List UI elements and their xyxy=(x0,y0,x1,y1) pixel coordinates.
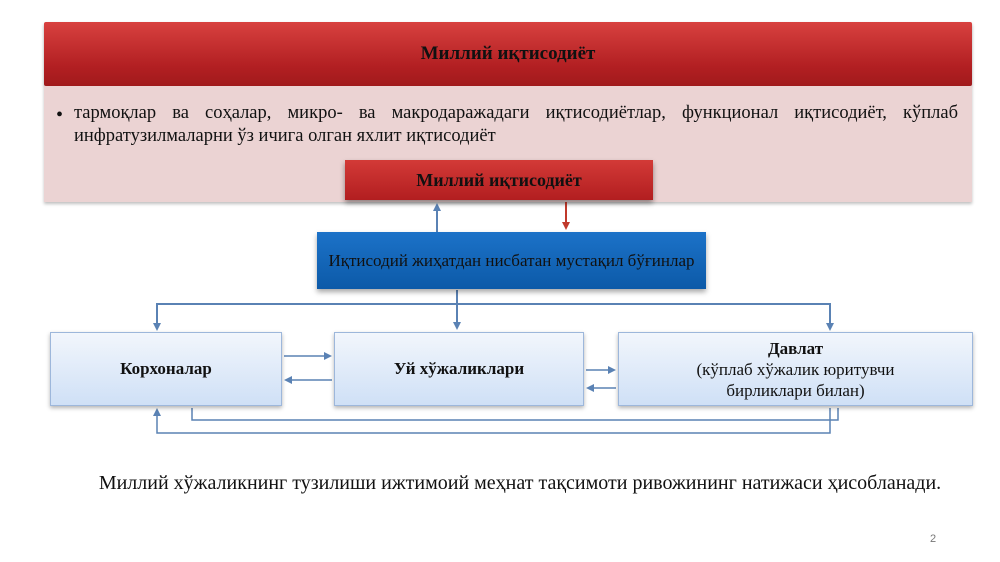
bullet-icon: • xyxy=(56,104,64,126)
bottom-loop-outer xyxy=(153,408,831,434)
definition-text: тармоқлар ва соҳалар, микро- ва макродар… xyxy=(74,103,958,146)
enterprises-box: Корхоналар xyxy=(50,332,282,406)
national-economy-box: Миллий иқтисодиёт xyxy=(345,160,653,200)
header-title-bar: Миллий иқтисодиёт xyxy=(44,22,972,86)
state-subtitle: (кўплаб хўжалик юритувчи бирликлари била… xyxy=(696,359,895,400)
independent-units-box: Иқтисодий жиҳатдан нисбатан мустақил бўғ… xyxy=(317,232,706,289)
bottom-loop-inner xyxy=(191,408,839,421)
conclusion-text: Миллий хўжаликнинг тузилиши ижтимоий меҳ… xyxy=(98,472,942,494)
header-title: Миллий иқтисодиёт xyxy=(420,43,596,64)
enterprises-label: Корхоналар xyxy=(120,359,212,378)
independent-units-label: Иқтисодий жиҳатдан нисбатан мустақил бўғ… xyxy=(328,251,695,270)
top-distribution-line xyxy=(156,303,831,328)
page-number: 2 xyxy=(930,533,937,545)
national-economy-label: Миллий иқтисодиёт xyxy=(416,169,582,190)
state-box: Давлат (кўплаб хўжалик юритувчи бирликла… xyxy=(618,332,973,406)
households-label: Уй хўжаликлари xyxy=(393,359,525,378)
state-title: Давлат xyxy=(767,338,824,358)
households-box: Уй хўжаликлари xyxy=(334,332,584,406)
